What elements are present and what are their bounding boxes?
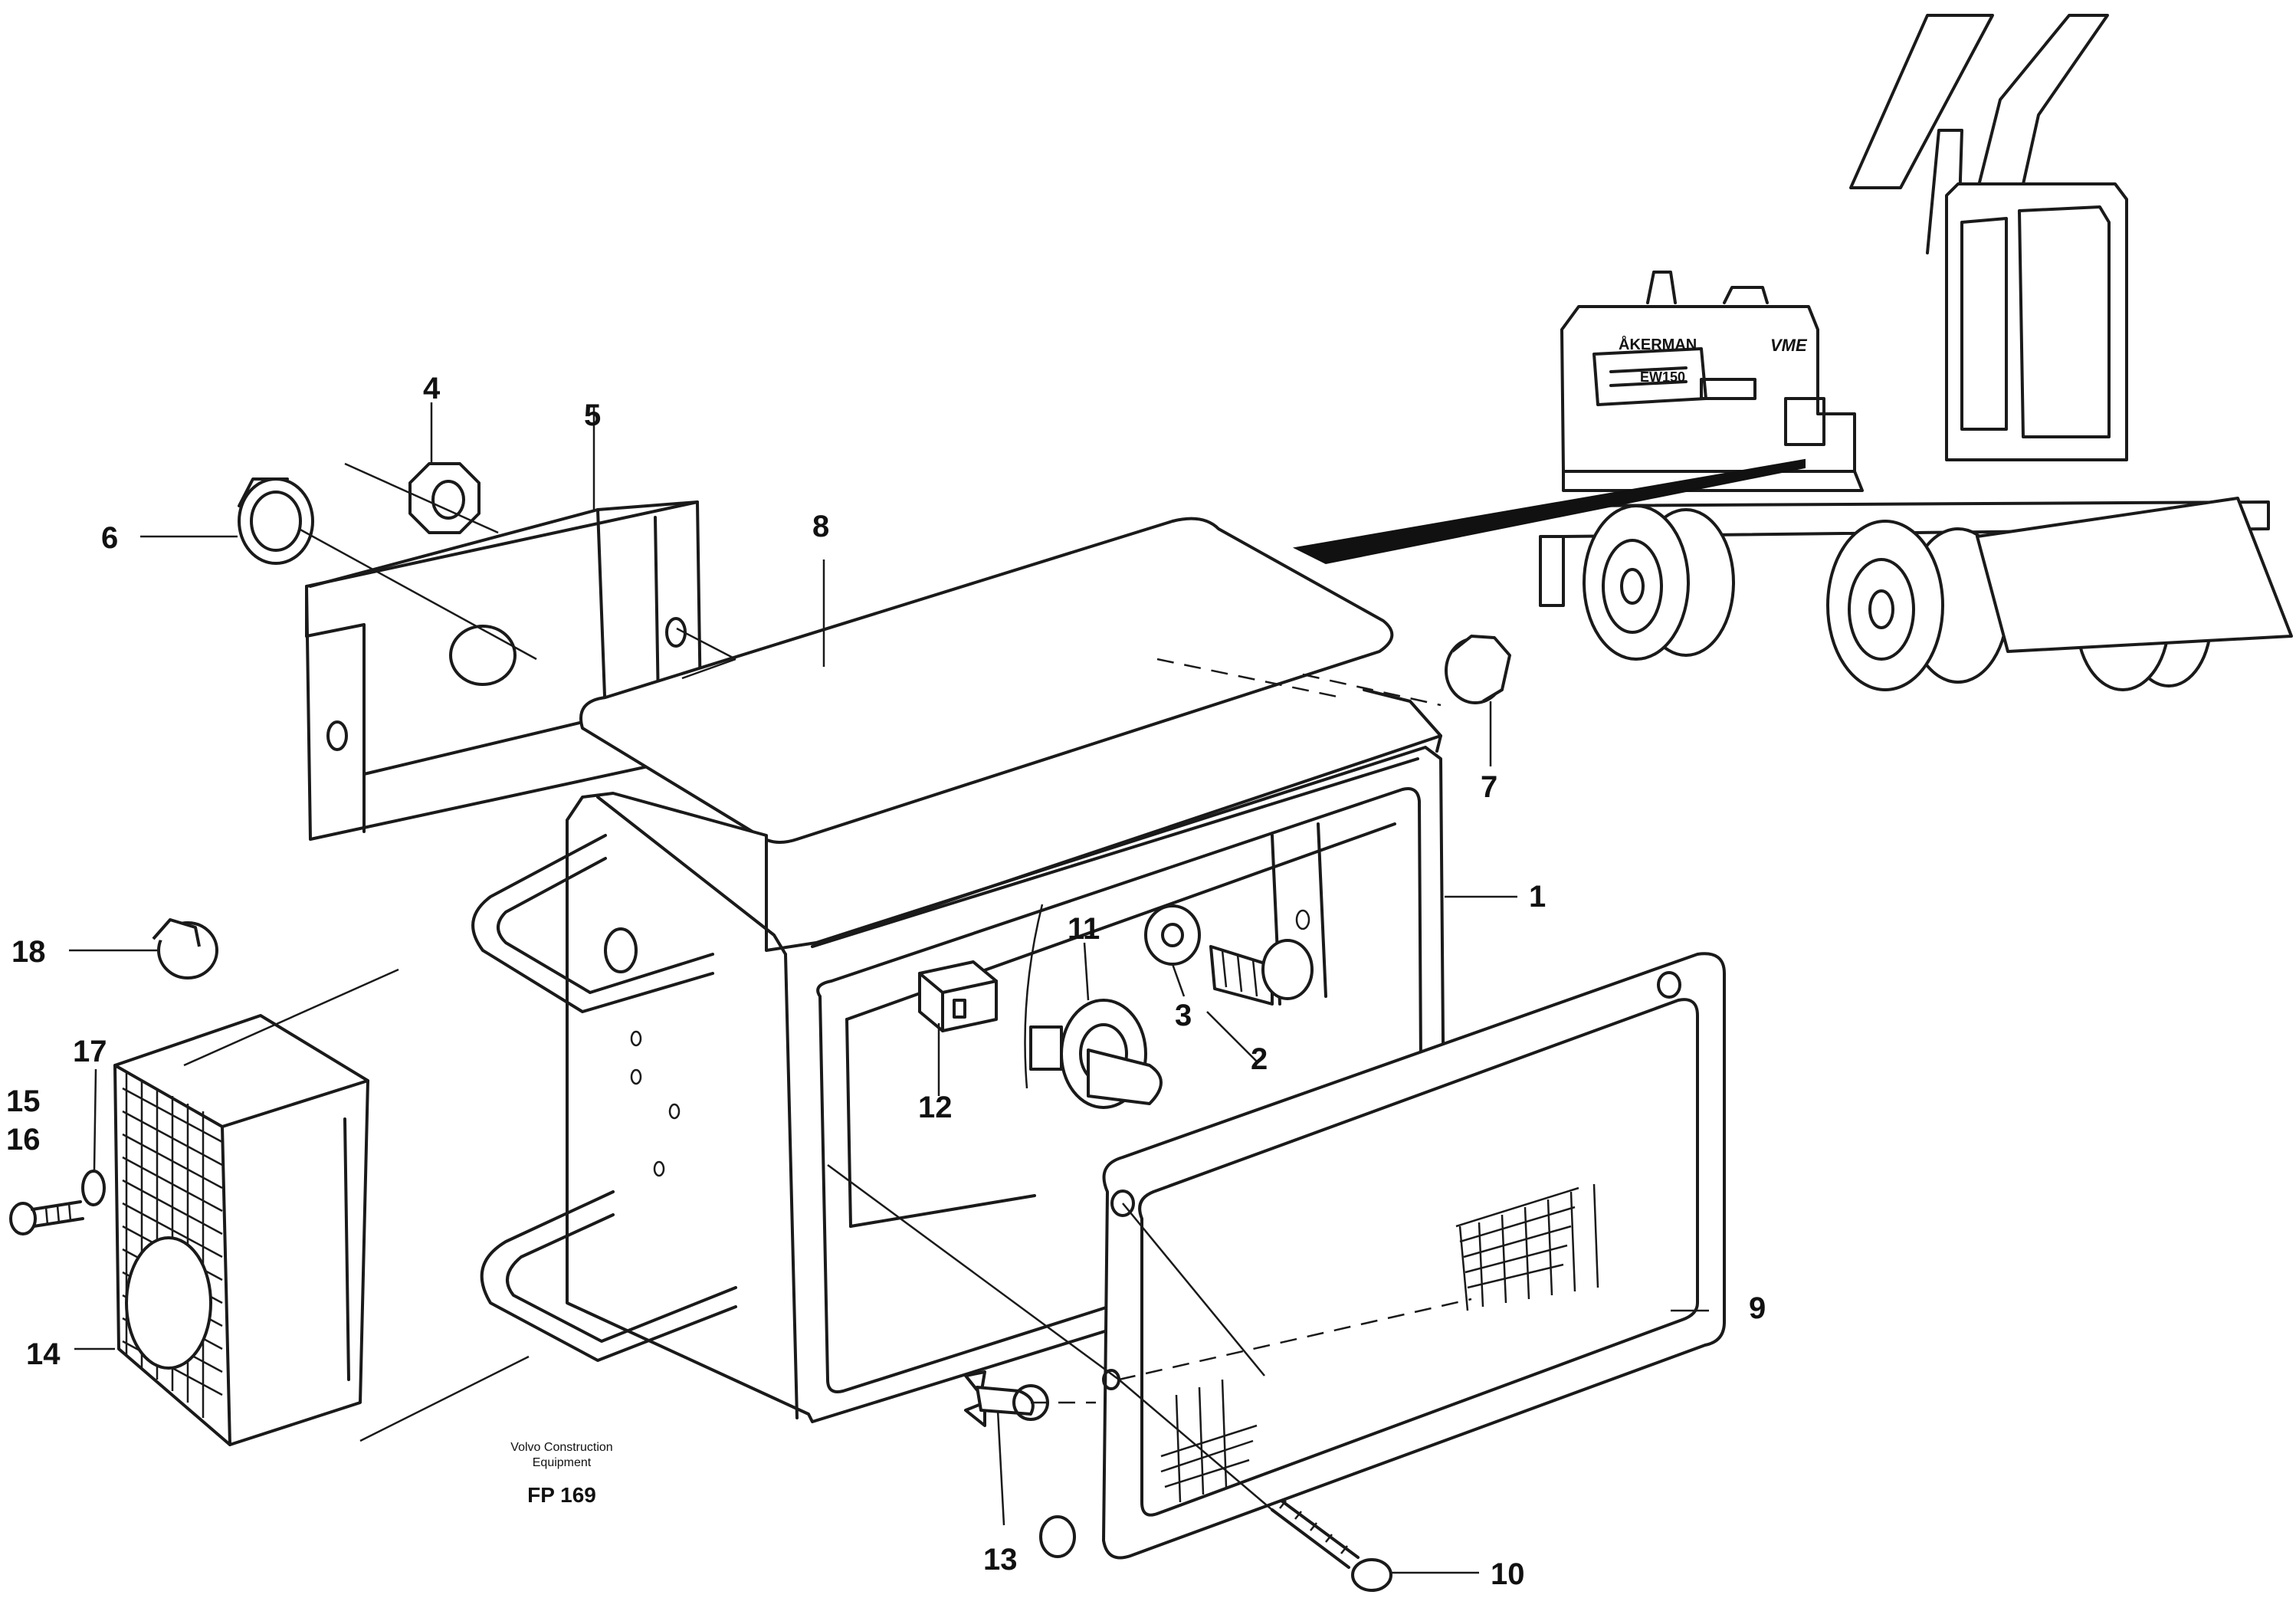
callout-11: 11 bbox=[1068, 912, 1100, 946]
callout-4: 4 bbox=[423, 372, 441, 405]
callout-1: 1 bbox=[1529, 880, 1546, 914]
dozer-blade bbox=[1976, 497, 2293, 653]
figure-code: FP 169 bbox=[527, 1483, 596, 1507]
callout-8: 8 bbox=[812, 510, 829, 543]
washer-part-17 bbox=[81, 1170, 106, 1206]
machine-logo-text: VME bbox=[1770, 336, 1808, 355]
bulb-part-11 bbox=[1029, 999, 1163, 1109]
callout-9: 9 bbox=[1749, 1291, 1766, 1325]
caption-line-2: Equipment bbox=[533, 1456, 592, 1469]
callout-18: 18 bbox=[11, 935, 46, 969]
housing-handle-top bbox=[471, 834, 714, 1013]
callout-12: 12 bbox=[918, 1091, 953, 1124]
callout-13: 13 bbox=[983, 1543, 1018, 1577]
caption-line-1: Volvo Construction bbox=[510, 1441, 612, 1454]
callout-5: 5 bbox=[584, 399, 601, 432]
mounting-bracket bbox=[305, 500, 703, 841]
callout-10: 10 bbox=[1491, 1557, 1525, 1591]
machine-brand-text: ÅKERMAN bbox=[1619, 335, 1697, 353]
gasket-part-8 bbox=[579, 517, 1394, 844]
washer-part-3 bbox=[1144, 904, 1201, 966]
grommet-part-6 bbox=[238, 477, 314, 565]
plug-part-7 bbox=[1445, 635, 1511, 704]
bulb-part-18 bbox=[152, 918, 218, 979]
excavator-illustration: ÅKERMAN EW150 VME bbox=[1292, 14, 2293, 691]
callout-labels: 1 2 3 4 5 6 7 8 9 10 11 12 13 14 15 16 1… bbox=[6, 372, 1766, 1591]
rear-lamp-part-14 bbox=[113, 1014, 369, 1446]
diagram-caption: Volvo Construction Equipment FP 169 bbox=[510, 1441, 612, 1507]
callout-7: 7 bbox=[1481, 770, 1497, 804]
machine-model-text: EW150 bbox=[1640, 369, 1685, 385]
light-beam-wedge bbox=[1292, 458, 1806, 565]
housing-handle-bottom bbox=[480, 1190, 737, 1362]
leader-lines bbox=[69, 402, 1709, 1574]
callout-6: 6 bbox=[101, 521, 118, 555]
bolt-part-2 bbox=[1209, 939, 1314, 1006]
callout-17: 17 bbox=[73, 1035, 107, 1068]
callout-16: 16 bbox=[6, 1123, 41, 1157]
callout-14: 14 bbox=[26, 1337, 61, 1371]
callout-3: 3 bbox=[1175, 999, 1192, 1032]
callout-2: 2 bbox=[1251, 1042, 1268, 1076]
bulb-part-13 bbox=[964, 1370, 1049, 1427]
wheel-front bbox=[1583, 504, 1735, 661]
lens-reflector-pattern bbox=[1455, 1183, 1599, 1311]
assembly-lines bbox=[183, 462, 1472, 1511]
callout-15: 15 bbox=[6, 1084, 41, 1118]
screw-part-10 bbox=[1271, 1499, 1392, 1592]
connector-part-12 bbox=[918, 960, 998, 1032]
screw-part-15-16 bbox=[9, 1200, 84, 1235]
lens-frame-part-9 bbox=[1039, 952, 1726, 1560]
